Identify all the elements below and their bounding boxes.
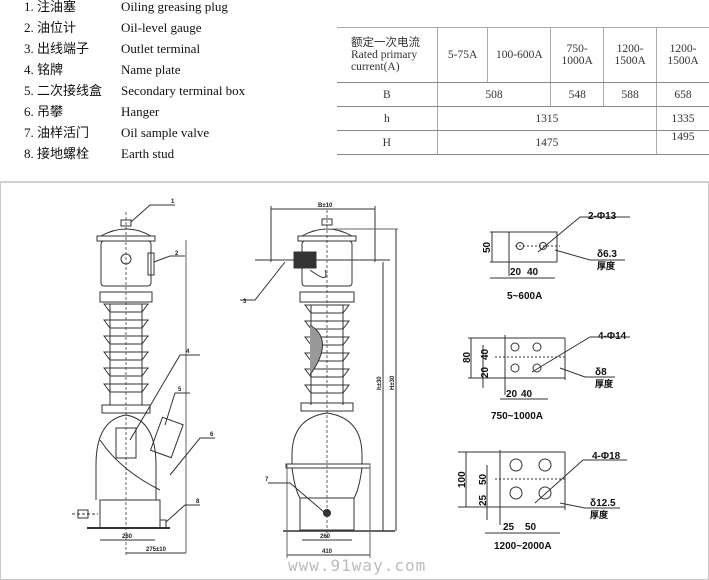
table-cell: 658 <box>656 82 709 107</box>
svg-text:50: 50 <box>478 473 489 485</box>
svg-text:750~1000A: 750~1000A <box>491 411 543 422</box>
svg-text:40: 40 <box>480 348 491 360</box>
svg-text:50: 50 <box>482 241 493 253</box>
svg-text:3: 3 <box>243 299 247 305</box>
table-cell: 1495 <box>656 130 709 155</box>
svg-text:100: 100 <box>457 471 468 488</box>
svg-text:H±30: H±30 <box>390 375 396 390</box>
svg-text:4-Φ18: 4-Φ18 <box>592 451 621 462</box>
svg-text:1: 1 <box>171 199 175 205</box>
terminal-detail-3 <box>458 450 627 534</box>
svg-text:80: 80 <box>462 351 473 363</box>
front-view <box>72 204 215 555</box>
svg-text:δ12.5: δ12.5 <box>590 498 616 509</box>
svg-text:260: 260 <box>122 534 133 540</box>
svg-text:260: 260 <box>320 534 331 540</box>
svg-text:2-Φ13: 2-Φ13 <box>588 211 617 222</box>
svg-text:h±30: h±30 <box>377 376 383 390</box>
row-label: H <box>337 130 438 155</box>
svg-text:5~600A: 5~600A <box>507 291 542 302</box>
svg-text:25: 25 <box>503 522 515 533</box>
svg-text:δ6.3: δ6.3 <box>597 249 617 260</box>
svg-text:8: 8 <box>196 499 200 505</box>
table-cell: 588 <box>603 82 658 107</box>
table-row: H 1475 1495 <box>337 130 709 155</box>
svg-text:厚度: 厚度 <box>595 378 614 389</box>
svg-text:2: 2 <box>175 251 179 257</box>
svg-text:1200~2000A: 1200~2000A <box>494 541 552 552</box>
front-view-labels: 1 2 4 5 6 8 260 275±10 <box>122 199 214 553</box>
svg-text:δ8: δ8 <box>595 367 607 378</box>
svg-text:275±10: 275±10 <box>146 547 167 553</box>
svg-text:20: 20 <box>510 267 522 278</box>
svg-text:6: 6 <box>210 432 214 438</box>
svg-text:410: 410 <box>322 549 333 555</box>
insulator-sheds <box>103 303 149 405</box>
terminal-labels: 2-Φ13 δ6.3 厚度 50 20 40 5~600A 4-Φ14 δ8 厚… <box>457 211 627 552</box>
side-insulator-sheds <box>304 304 350 405</box>
svg-text:4: 4 <box>186 349 190 355</box>
watermark: www.91way.com <box>288 556 427 575</box>
table-row: B 508 548 588 658 <box>337 82 709 107</box>
svg-text:20: 20 <box>506 389 518 400</box>
side-view-labels: B±10 3 7 260 410 h±30 H±30 <box>243 203 396 555</box>
column-header: 1200-1500A <box>603 27 658 83</box>
row-label: h <box>337 106 438 131</box>
svg-text:厚度: 厚度 <box>590 509 609 520</box>
svg-text:50: 50 <box>525 522 537 533</box>
terminal-detail-2 <box>468 335 630 400</box>
table-cell: 1475 <box>437 130 658 155</box>
svg-text:25: 25 <box>478 494 489 506</box>
svg-text:20: 20 <box>480 366 491 378</box>
svg-text:B±10: B±10 <box>318 203 333 209</box>
svg-text:40: 40 <box>527 267 539 278</box>
svg-text:4-Φ14: 4-Φ14 <box>598 331 627 342</box>
svg-text:5: 5 <box>178 387 182 393</box>
svg-text:7: 7 <box>265 477 269 483</box>
svg-text:40: 40 <box>521 389 533 400</box>
terminal-detail-1 <box>490 216 630 279</box>
side-view <box>240 206 398 558</box>
svg-text:厚度: 厚度 <box>597 260 616 271</box>
table-cell: 508 <box>437 82 552 107</box>
